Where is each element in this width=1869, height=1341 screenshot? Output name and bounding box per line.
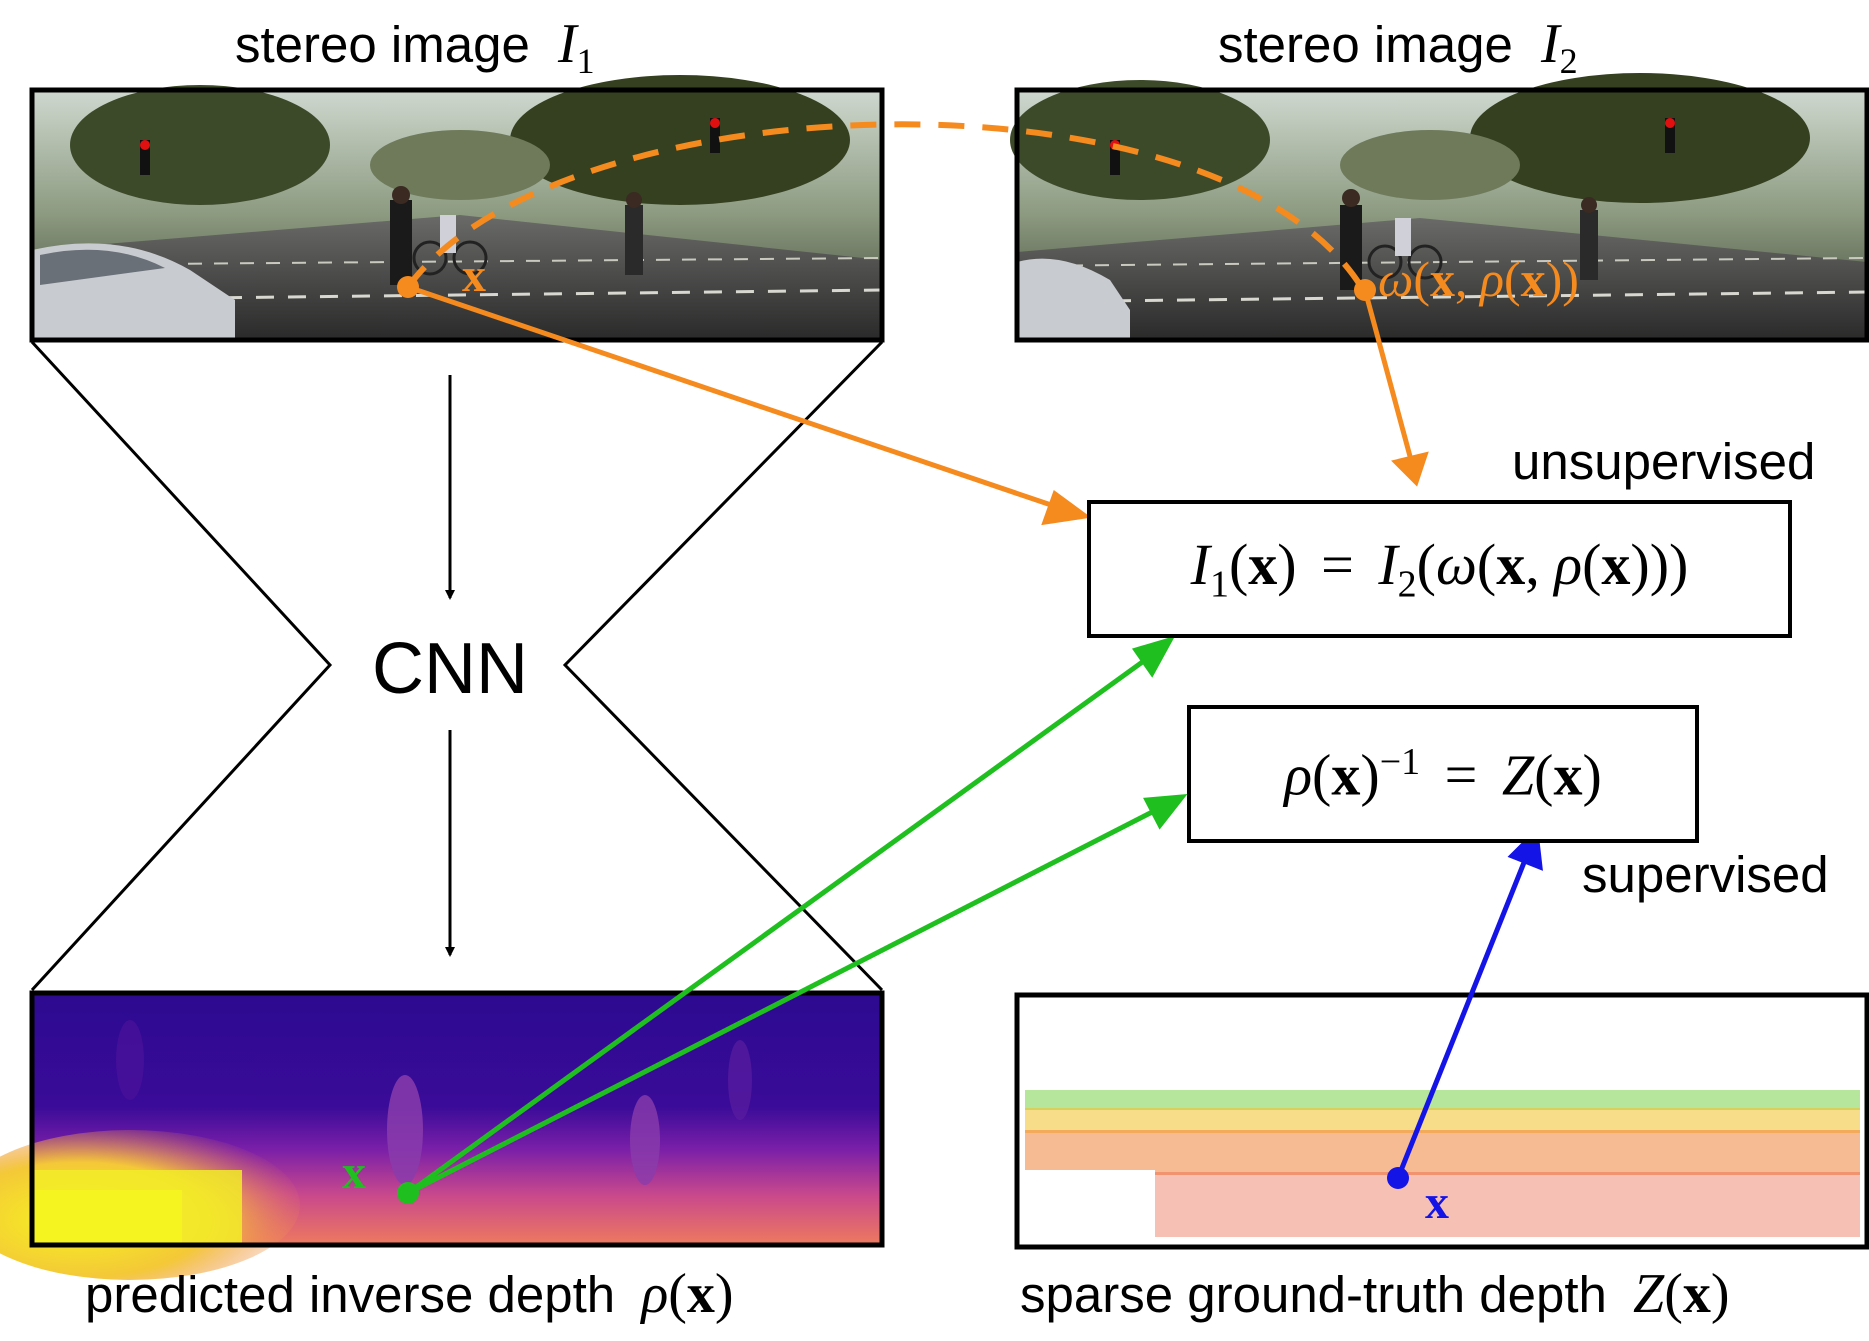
rho-symbol: ρ xyxy=(1284,742,1313,808)
unsupervised-label: unsupervised xyxy=(1512,433,1816,490)
omega-symbol: ω xyxy=(1378,251,1414,307)
stereo-image-2-title: stereo image I2 xyxy=(1218,12,1578,82)
point-label-image2: ω(x, ρ(x)) xyxy=(1378,250,1579,308)
x-symbol: x xyxy=(1331,742,1361,808)
equals: = xyxy=(1444,742,1478,808)
x-symbol: x xyxy=(1601,532,1631,598)
rho-symbol: ρ xyxy=(1554,532,1583,598)
paren: ( xyxy=(1228,532,1249,598)
exponent: −1 xyxy=(1379,740,1421,783)
I-symbol: I xyxy=(1378,532,1398,598)
sparse-gt-depth-map xyxy=(1014,992,1869,1250)
comma: , xyxy=(1525,532,1540,598)
stereo-image-2 xyxy=(1010,73,1869,343)
subscript: 1 xyxy=(1209,563,1229,606)
supervised-label: supervised xyxy=(1582,846,1829,903)
caption-inverse-depth: predicted inverse depth ρ(x) xyxy=(85,1262,734,1326)
caption-text: sparse ground-truth depth xyxy=(1020,1266,1607,1323)
x-symbol: x xyxy=(1248,532,1278,598)
caption-text: predicted inverse depth xyxy=(85,1266,616,1323)
cnn-hourglass xyxy=(30,340,884,992)
comma: , xyxy=(1454,251,1468,307)
title-symbol: I xyxy=(558,13,577,75)
title-subscript: 2 xyxy=(1559,41,1578,82)
cnn-label: CNN xyxy=(372,629,528,709)
paren: )) xyxy=(1545,251,1579,307)
Z-symbol: Z xyxy=(1501,742,1535,808)
Z-symbol: Z xyxy=(1633,1263,1665,1325)
I-symbol: I xyxy=(1190,532,1210,598)
x-symbol: x xyxy=(1520,251,1546,307)
omega-symbol: ω xyxy=(1435,532,1477,598)
x-symbol: x xyxy=(1553,742,1583,808)
supervised-loss-box: ρ(x)−1 = Z(x) xyxy=(1187,705,1699,843)
title-text: stereo image xyxy=(1218,16,1513,73)
paren: ) xyxy=(1710,1263,1730,1325)
orange-arrows xyxy=(407,284,1429,526)
point-label-gt: x xyxy=(1425,1176,1449,1229)
point-warp-image2 xyxy=(1354,279,1376,301)
rho-symbol: ρ xyxy=(641,1263,669,1325)
point-label-depth: x xyxy=(342,1146,366,1199)
x-symbol: x xyxy=(1496,532,1526,598)
paren: ( xyxy=(1476,532,1497,598)
paren: ( xyxy=(1413,251,1430,307)
stereo-image-1 xyxy=(29,75,885,343)
title-subscript: 1 xyxy=(576,41,595,82)
paren: ))) xyxy=(1630,532,1689,598)
title-text: stereo image xyxy=(235,16,530,73)
supervised-equation: ρ(x)−1 = Z(x) xyxy=(1284,740,1602,808)
x-symbol: x xyxy=(1429,251,1455,307)
paren: ( xyxy=(1664,1263,1683,1325)
paren: ( xyxy=(1312,742,1332,808)
rho-symbol: ρ xyxy=(1479,251,1504,307)
point-x-image1 xyxy=(397,276,419,298)
equals: = xyxy=(1321,532,1354,598)
paren: ( xyxy=(1416,532,1436,598)
paren: ) xyxy=(1360,742,1380,808)
paren: ) xyxy=(1277,532,1297,598)
subscript: 2 xyxy=(1397,563,1417,606)
unsupervised-loss-box: I1(x) = I2(ω(x, ρ(x))) xyxy=(1087,500,1792,638)
point-x-depth xyxy=(397,1182,419,1204)
paren: ) xyxy=(1582,742,1602,808)
caption-gt-depth: sparse ground-truth depth Z(x) xyxy=(1020,1262,1730,1326)
point-x-gt xyxy=(1387,1167,1409,1189)
paren: ( xyxy=(1582,532,1602,598)
paren: ( xyxy=(1534,742,1554,808)
paren: ( xyxy=(1503,251,1521,307)
unsupervised-equation: I1(x) = I2(ω(x, ρ(x))) xyxy=(1191,531,1689,607)
x-symbol: x xyxy=(686,1263,715,1325)
point-label-image1: x xyxy=(462,249,486,302)
paren: ( xyxy=(668,1263,687,1325)
paren: ) xyxy=(714,1263,734,1325)
stereo-image-1-title: stereo image I1 xyxy=(235,12,595,82)
green-arrows xyxy=(406,635,1188,1196)
title-symbol: I xyxy=(1541,13,1560,75)
inverse-depth-map xyxy=(0,990,885,1280)
x-symbol: x xyxy=(1682,1263,1711,1325)
